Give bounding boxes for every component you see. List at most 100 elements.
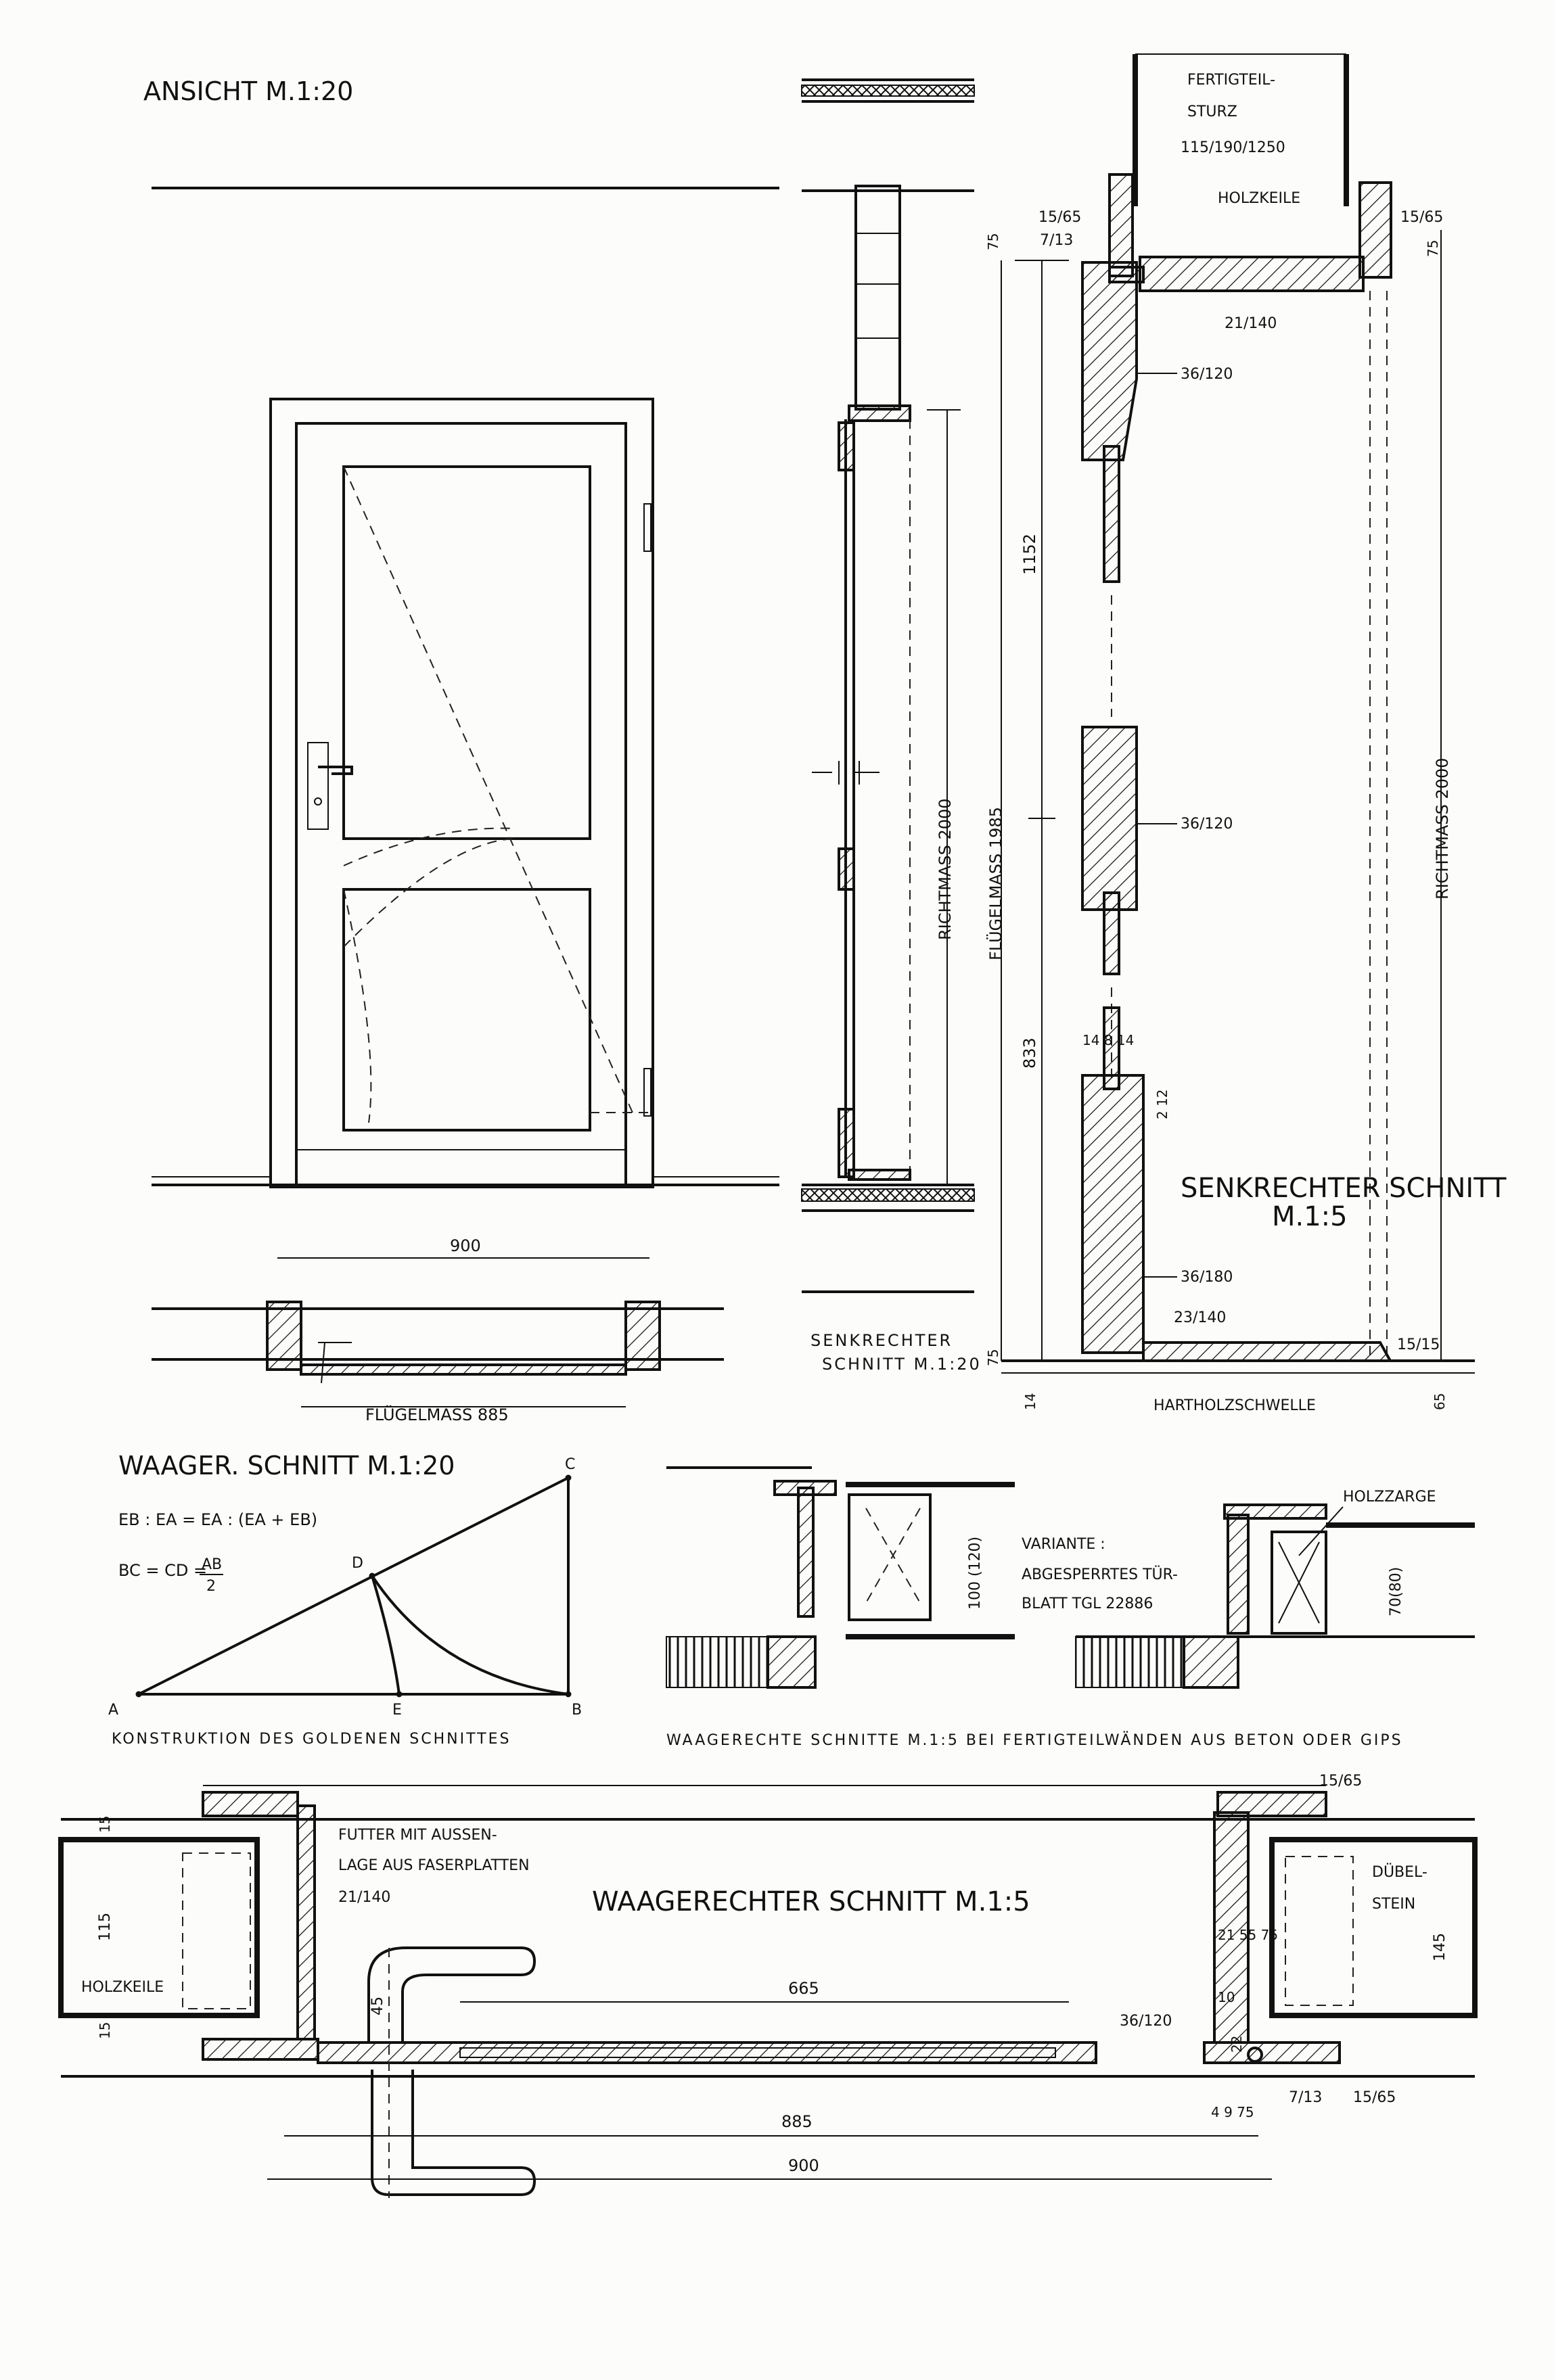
point-A: A [108, 1702, 118, 1719]
golden-formula-2: BC = CD = [118, 1561, 207, 1580]
dim-15-15: 15/15 [1397, 1336, 1440, 1353]
small-section-title-1: SENKRECHTER [810, 1331, 953, 1350]
plan-left-casing-bottom [202, 2038, 319, 2061]
waagerechter-large-title: WAAGERECHTER SCHNITT M.1:5 [592, 1886, 1030, 1917]
elevation-view: ANSICHT M.1:20 [143, 76, 779, 1188]
point-A-marker [135, 1691, 142, 1698]
futter-line-2: LAGE AUS FASERPLATTEN [338, 1857, 530, 1874]
hinge-pin-icon [1247, 2047, 1263, 2063]
dim-15-65-left: 15/65 [1038, 209, 1081, 226]
head-frame [848, 404, 911, 422]
door-handle-plate [307, 742, 329, 830]
hinge-bottom [643, 1068, 652, 1117]
dim-36-120-plan: 36/120 [1120, 2013, 1172, 2030]
arc-DB [371, 1574, 569, 1696]
point-D: D [352, 1555, 363, 1572]
leaf-glass-top [1103, 445, 1120, 583]
door-handle-icon [318, 766, 353, 775]
detail1-leaf-section [666, 1636, 769, 1688]
dim-36-180: 36/180 [1181, 1269, 1233, 1286]
futter-line-1: FUTTER MIT AUSSEN- [338, 1827, 497, 1844]
dim-36-120-mid: 36/120 [1181, 816, 1233, 833]
dim-15-65-right: 15/65 [1400, 209, 1443, 226]
point-D-marker [369, 1572, 375, 1579]
dim-65-bottom: 65 [1432, 1393, 1448, 1410]
variante-line-2: ABGESPERRTES TÜR- [1022, 1566, 1178, 1583]
arc-DE [371, 1575, 401, 1695]
vertical-section-large: FERTIGTEIL- STURZ 115/190/1250 HOLZKEILE [985, 53, 1507, 1414]
dim-15-bottom: 15 [97, 2022, 113, 2039]
plan-left-jamb [296, 1804, 316, 2040]
plan-leaf-core [459, 2047, 1056, 2058]
point-C: C [565, 1456, 575, 1473]
small-section-title-2: SCHNITT M.1:20 [822, 1355, 982, 1374]
section-handle-icon [812, 761, 879, 785]
fertigteil-label-2: STURZ [1187, 103, 1237, 120]
dim-15-65-top-plan: 15/65 [1319, 1773, 1362, 1790]
dim-21-140: 21/140 [1225, 315, 1277, 332]
golden-formula-1: EB : EA = EA : (EA + EB) [118, 1510, 317, 1529]
door-glass-panel [342, 465, 591, 840]
golden-formula-num: AB [202, 1556, 222, 1573]
plan-right-hidden [1285, 1856, 1354, 2006]
large-section-scale: M.1:5 [1272, 1201, 1348, 1232]
dim-22: 22 [1229, 2036, 1245, 2053]
dim-15-top: 15 [97, 1816, 113, 1833]
plan-left-wall [58, 1837, 260, 2018]
leaf-top-rail [1081, 261, 1138, 461]
lever-handle-icon [367, 1946, 536, 2043]
leaf-bottom-rail [1081, 1074, 1145, 1354]
dim-14-bottom: 14 [1022, 1393, 1038, 1410]
dim-900-small: 900 [450, 1236, 481, 1255]
variante-line-1: VARIANTE : [1022, 1536, 1105, 1553]
door-frame-inner [295, 422, 627, 1188]
dim-885-large: 885 [781, 2112, 813, 2131]
holzzarge-label: HOLZZARGE [1343, 1489, 1436, 1506]
holzkeile-label-plan: HOLZKEILE [81, 1979, 164, 1996]
dim-665: 665 [788, 1979, 819, 1998]
plan-right-wall [1269, 1837, 1478, 2018]
trim-right-top [1358, 181, 1392, 279]
dim-10: 10 [1218, 1989, 1235, 2005]
duebelstein-line-2: STEIN [1372, 1896, 1415, 1913]
point-B: B [572, 1702, 582, 1719]
precast-details: 100 (120) VARIANTE : ABGESPERRTES TÜR- B… [666, 1466, 1475, 1749]
point-E-marker [396, 1691, 403, 1698]
detail2-leaf-edge [1183, 1635, 1239, 1689]
hinge-top [643, 503, 652, 552]
leaf-rail-bottom [838, 1108, 855, 1178]
plan-jamb-left [266, 1301, 302, 1371]
trim-left-top [1108, 173, 1134, 277]
detail1-leaf-edge [767, 1635, 817, 1689]
segment-AC [138, 1476, 569, 1696]
waager-small-title: WAAGER. SCHNITT M.1:20 [118, 1451, 455, 1480]
hartholzschwelle-label: HARTHOLZSCHWELLE [1153, 1397, 1316, 1414]
door-lower-panel [342, 888, 591, 1131]
holzkeile-label-top: HOLZKEILE [1218, 190, 1300, 207]
lintel [854, 185, 901, 411]
golden-section: EB : EA = EA : (EA + EB) BC = CD = AB 2 … [108, 1456, 582, 1748]
dim-100-120: 100 (120) [967, 1537, 984, 1610]
dim-900-large: 900 [788, 2156, 819, 2175]
leaf-rail-mid [838, 847, 855, 891]
precast-caption: WAAGERECHTE SCHNITTE M.1:5 BEI FERTIGTEI… [666, 1731, 1403, 1749]
golden-arc-1 [343, 827, 515, 866]
richtmass-2000-right-label: RICHTMASS 2000 [1433, 757, 1452, 900]
plan-leaf-large [317, 2041, 1097, 2064]
dim-14-8-14: 14 8 14 [1082, 1032, 1134, 1048]
dim-7-13-plan: 7/13 [1289, 2089, 1322, 2106]
richtmass-2000-label: RICHTMASS 2000 [936, 798, 955, 940]
dim-21-55-75: 21 55 75 [1218, 1927, 1278, 1943]
plan-left-hidden [182, 1852, 251, 2009]
dim-75-bottom: 75 [985, 1349, 1001, 1366]
point-C-marker [565, 1474, 572, 1481]
dim-75-right: 75 [1425, 240, 1441, 257]
horizontal-section-large: WAAGERECHTER SCHNITT M.1:5 FUTTER MIT AU… [58, 1773, 1478, 2198]
plan-right-casing-bottom [1203, 2041, 1341, 2064]
detail2-casing [1223, 1503, 1327, 1520]
vertical-section-small: RICHTMASS 2000 SENKRECHTER SCHNITT M.1:2… [801, 78, 982, 1374]
golden-formula-den: 2 [206, 1578, 216, 1595]
dim-833: 833 [1020, 1037, 1039, 1069]
large-section-title: SENKRECHTER SCHNITT [1181, 1173, 1507, 1204]
